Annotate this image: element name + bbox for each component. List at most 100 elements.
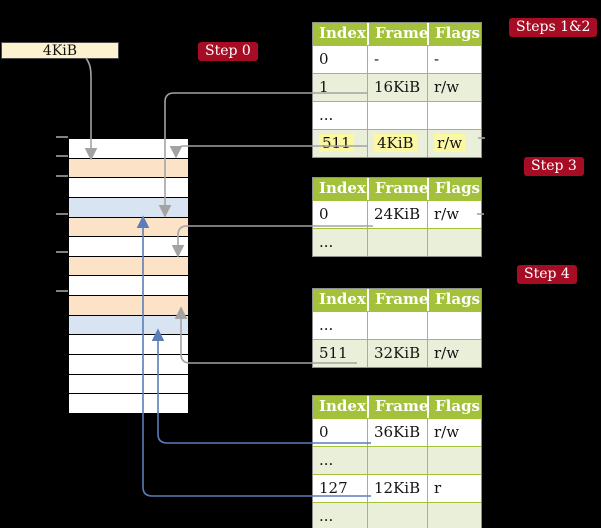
table-cell-value: ... (319, 316, 334, 334)
table-cell (367, 102, 427, 129)
column-header-frame: Frame (367, 23, 427, 45)
table-cell: r/w (427, 130, 481, 157)
column-header-frame: Frame (367, 396, 427, 418)
column-header-frame: Frame (367, 289, 427, 311)
memory-tick (56, 136, 68, 138)
page-size-label: 4KiB (42, 43, 78, 59)
table-cell: 36KiB (367, 419, 427, 446)
table-cell-value: - (434, 50, 440, 68)
memory-tick (56, 251, 68, 253)
table-cell: r/w (427, 74, 481, 101)
table-cell: 32KiB (367, 340, 427, 367)
table-cell-value: 12KiB (374, 479, 421, 497)
column-header-flags: Flags (427, 23, 481, 45)
step-0-badge: Step 0 (198, 42, 258, 61)
table-cell (367, 503, 427, 528)
table-cell: 16KiB (367, 74, 427, 101)
table-cell-value: 127 (319, 479, 348, 497)
table-cell-value: 0 (319, 50, 329, 68)
column-header-index: Index (319, 290, 366, 308)
table-cell: 0 (313, 46, 367, 73)
table-cell-value: r/w (434, 78, 460, 96)
table-cell: r/w (427, 419, 481, 446)
memory-frame-row-white (69, 335, 188, 356)
table-cell: 12KiB (367, 475, 427, 502)
table-row: ... (313, 446, 481, 474)
memory-frame-row-white (69, 237, 188, 257)
table-cell-value: r/w (434, 344, 460, 362)
table-cell-value: 16KiB (374, 78, 421, 96)
table-cell (367, 229, 427, 256)
table-cell-value: 511 (319, 134, 354, 152)
column-header-index: Index (319, 179, 366, 197)
table-cell-value: 0 (319, 205, 329, 223)
table-cell: 4KiB (367, 130, 427, 157)
table-cell: - (427, 46, 481, 73)
memory-frame-row-peach (69, 256, 188, 277)
table-row: 0 - - (313, 45, 481, 73)
table-cell: ... (313, 503, 367, 528)
table-cell-value: 1 (319, 78, 329, 96)
column-header-frame: Frame (367, 178, 427, 200)
column-header-index: Index (319, 397, 366, 415)
column-header-flags: Flags (427, 289, 481, 311)
memory-frame-row-white (69, 178, 188, 198)
table-cell-value: r/w (434, 423, 460, 441)
memory-frame-row-peach (69, 296, 188, 316)
table-row: 511 32KiB r/w (313, 339, 481, 367)
table-cell-value: 511 (319, 344, 348, 362)
table-cell: 127 (313, 475, 367, 502)
table-cell (367, 447, 427, 474)
table-cell (427, 503, 481, 528)
table-cell-value: ... (319, 233, 334, 251)
table-row: 1 16KiB r/w (313, 73, 481, 101)
table-cell-value: r (434, 479, 442, 497)
memory-frame-row-white (69, 276, 188, 297)
memory-frame-row-white (69, 394, 188, 413)
table-cell: 511 (313, 130, 367, 157)
table-cell-value: - (374, 50, 380, 68)
table-cell-value: 4KiB (374, 134, 417, 152)
table-row: 511 4KiB r/w (313, 129, 481, 157)
table-cell-value: ... (319, 106, 334, 124)
table-cell-value: r/w (434, 134, 466, 152)
table-row: ... (313, 311, 481, 339)
table-cell: ... (313, 312, 367, 339)
page-size-box: 4KiB (1, 42, 119, 59)
table-cell: - (367, 46, 427, 73)
memory-tick (56, 175, 68, 177)
table-row: 127 12KiB r (313, 474, 481, 502)
table-row: ... (313, 228, 481, 256)
table-cell (427, 102, 481, 129)
step-4-badge: Step 4 (517, 265, 577, 284)
table-cell (427, 229, 481, 256)
table-cell: ... (313, 229, 367, 256)
table-cell (427, 312, 481, 339)
table-row: ... (313, 101, 481, 129)
steps-1-and-2-badge: Steps 1&2 (509, 18, 598, 37)
table-cell: r/w (427, 340, 481, 367)
table-cell-value: ... (319, 451, 334, 469)
memory-frame-row-white (69, 139, 188, 159)
memory-frame-row-peach (69, 217, 188, 238)
memory-tick (56, 290, 68, 292)
memory-frame-row-blue (69, 315, 188, 336)
memory-tick (56, 213, 68, 215)
memory-frame-row-peach (69, 158, 188, 179)
physical-memory-column (68, 138, 189, 414)
column-header-flags: Flags (427, 178, 481, 200)
table-cell (367, 312, 427, 339)
column-header-flags: Flags (427, 396, 481, 418)
table-cell: 511 (313, 340, 367, 367)
column-header-index: Index (319, 24, 366, 42)
